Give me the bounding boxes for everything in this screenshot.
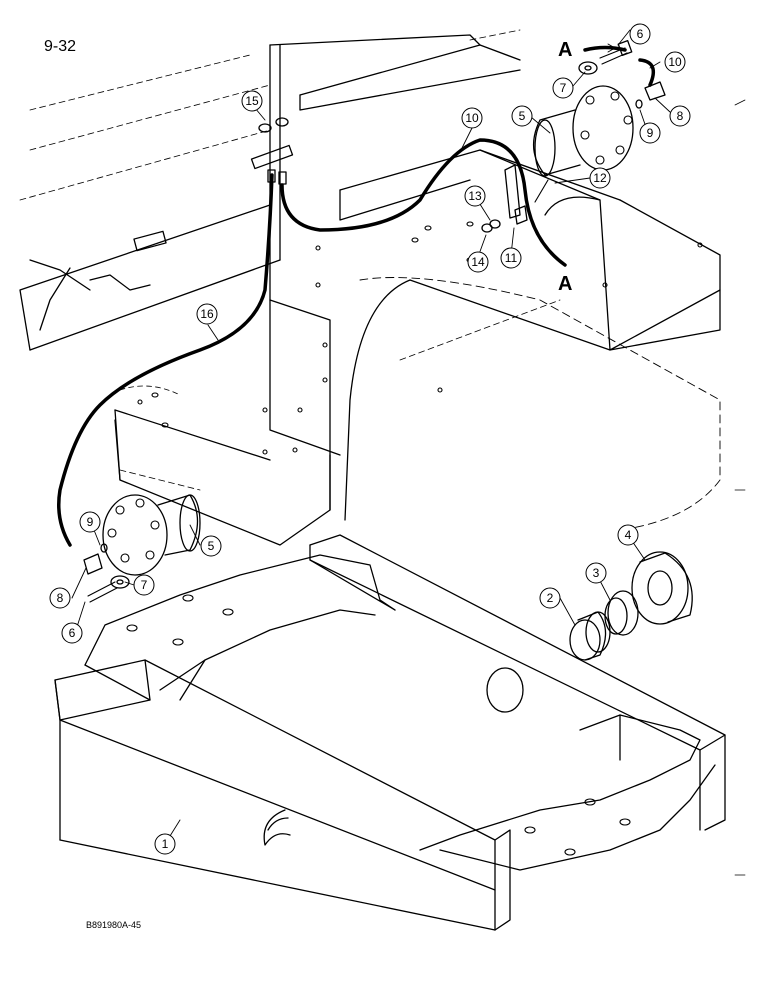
callout-3: 3 xyxy=(593,566,600,580)
callout-16: 16 xyxy=(200,307,214,321)
callout-5-left: 5 xyxy=(208,539,215,553)
callout-8-right: 8 xyxy=(677,109,684,123)
callout-2: 2 xyxy=(547,591,554,605)
callout-6-right: 6 xyxy=(637,27,644,41)
callout-8-left: 8 xyxy=(57,591,64,605)
figure-code: B891980A-45 xyxy=(86,920,142,930)
bushing-parts xyxy=(569,551,693,661)
callout-9-right: 9 xyxy=(647,126,654,140)
callout-14: 14 xyxy=(471,255,485,269)
axle-frame xyxy=(54,534,726,931)
machine-frame xyxy=(19,29,746,876)
leader-lines xyxy=(71,29,671,845)
callout-7-right: 7 xyxy=(560,81,567,95)
callout-4: 4 xyxy=(625,528,632,542)
callout-7-left: 7 xyxy=(141,578,148,592)
callout-10-center: 10 xyxy=(465,111,479,125)
section-marker-a-bottom: A xyxy=(558,273,572,295)
callout-13: 13 xyxy=(468,189,482,203)
callout-10-right: 10 xyxy=(668,55,682,69)
callout-1: 1 xyxy=(162,837,169,851)
page-number: 9-32 xyxy=(44,38,77,55)
pivot-hub-left xyxy=(83,494,201,603)
hydraulic-hoses xyxy=(57,45,656,547)
section-marker-a-top: A xyxy=(558,39,572,61)
callout-11: 11 xyxy=(505,251,518,265)
callout-12: 12 xyxy=(593,171,607,185)
callout-5-right: 5 xyxy=(519,109,526,123)
callout-15: 15 xyxy=(245,94,259,108)
callout-9-left: 9 xyxy=(87,515,94,529)
callout-6-left: 6 xyxy=(69,626,76,640)
